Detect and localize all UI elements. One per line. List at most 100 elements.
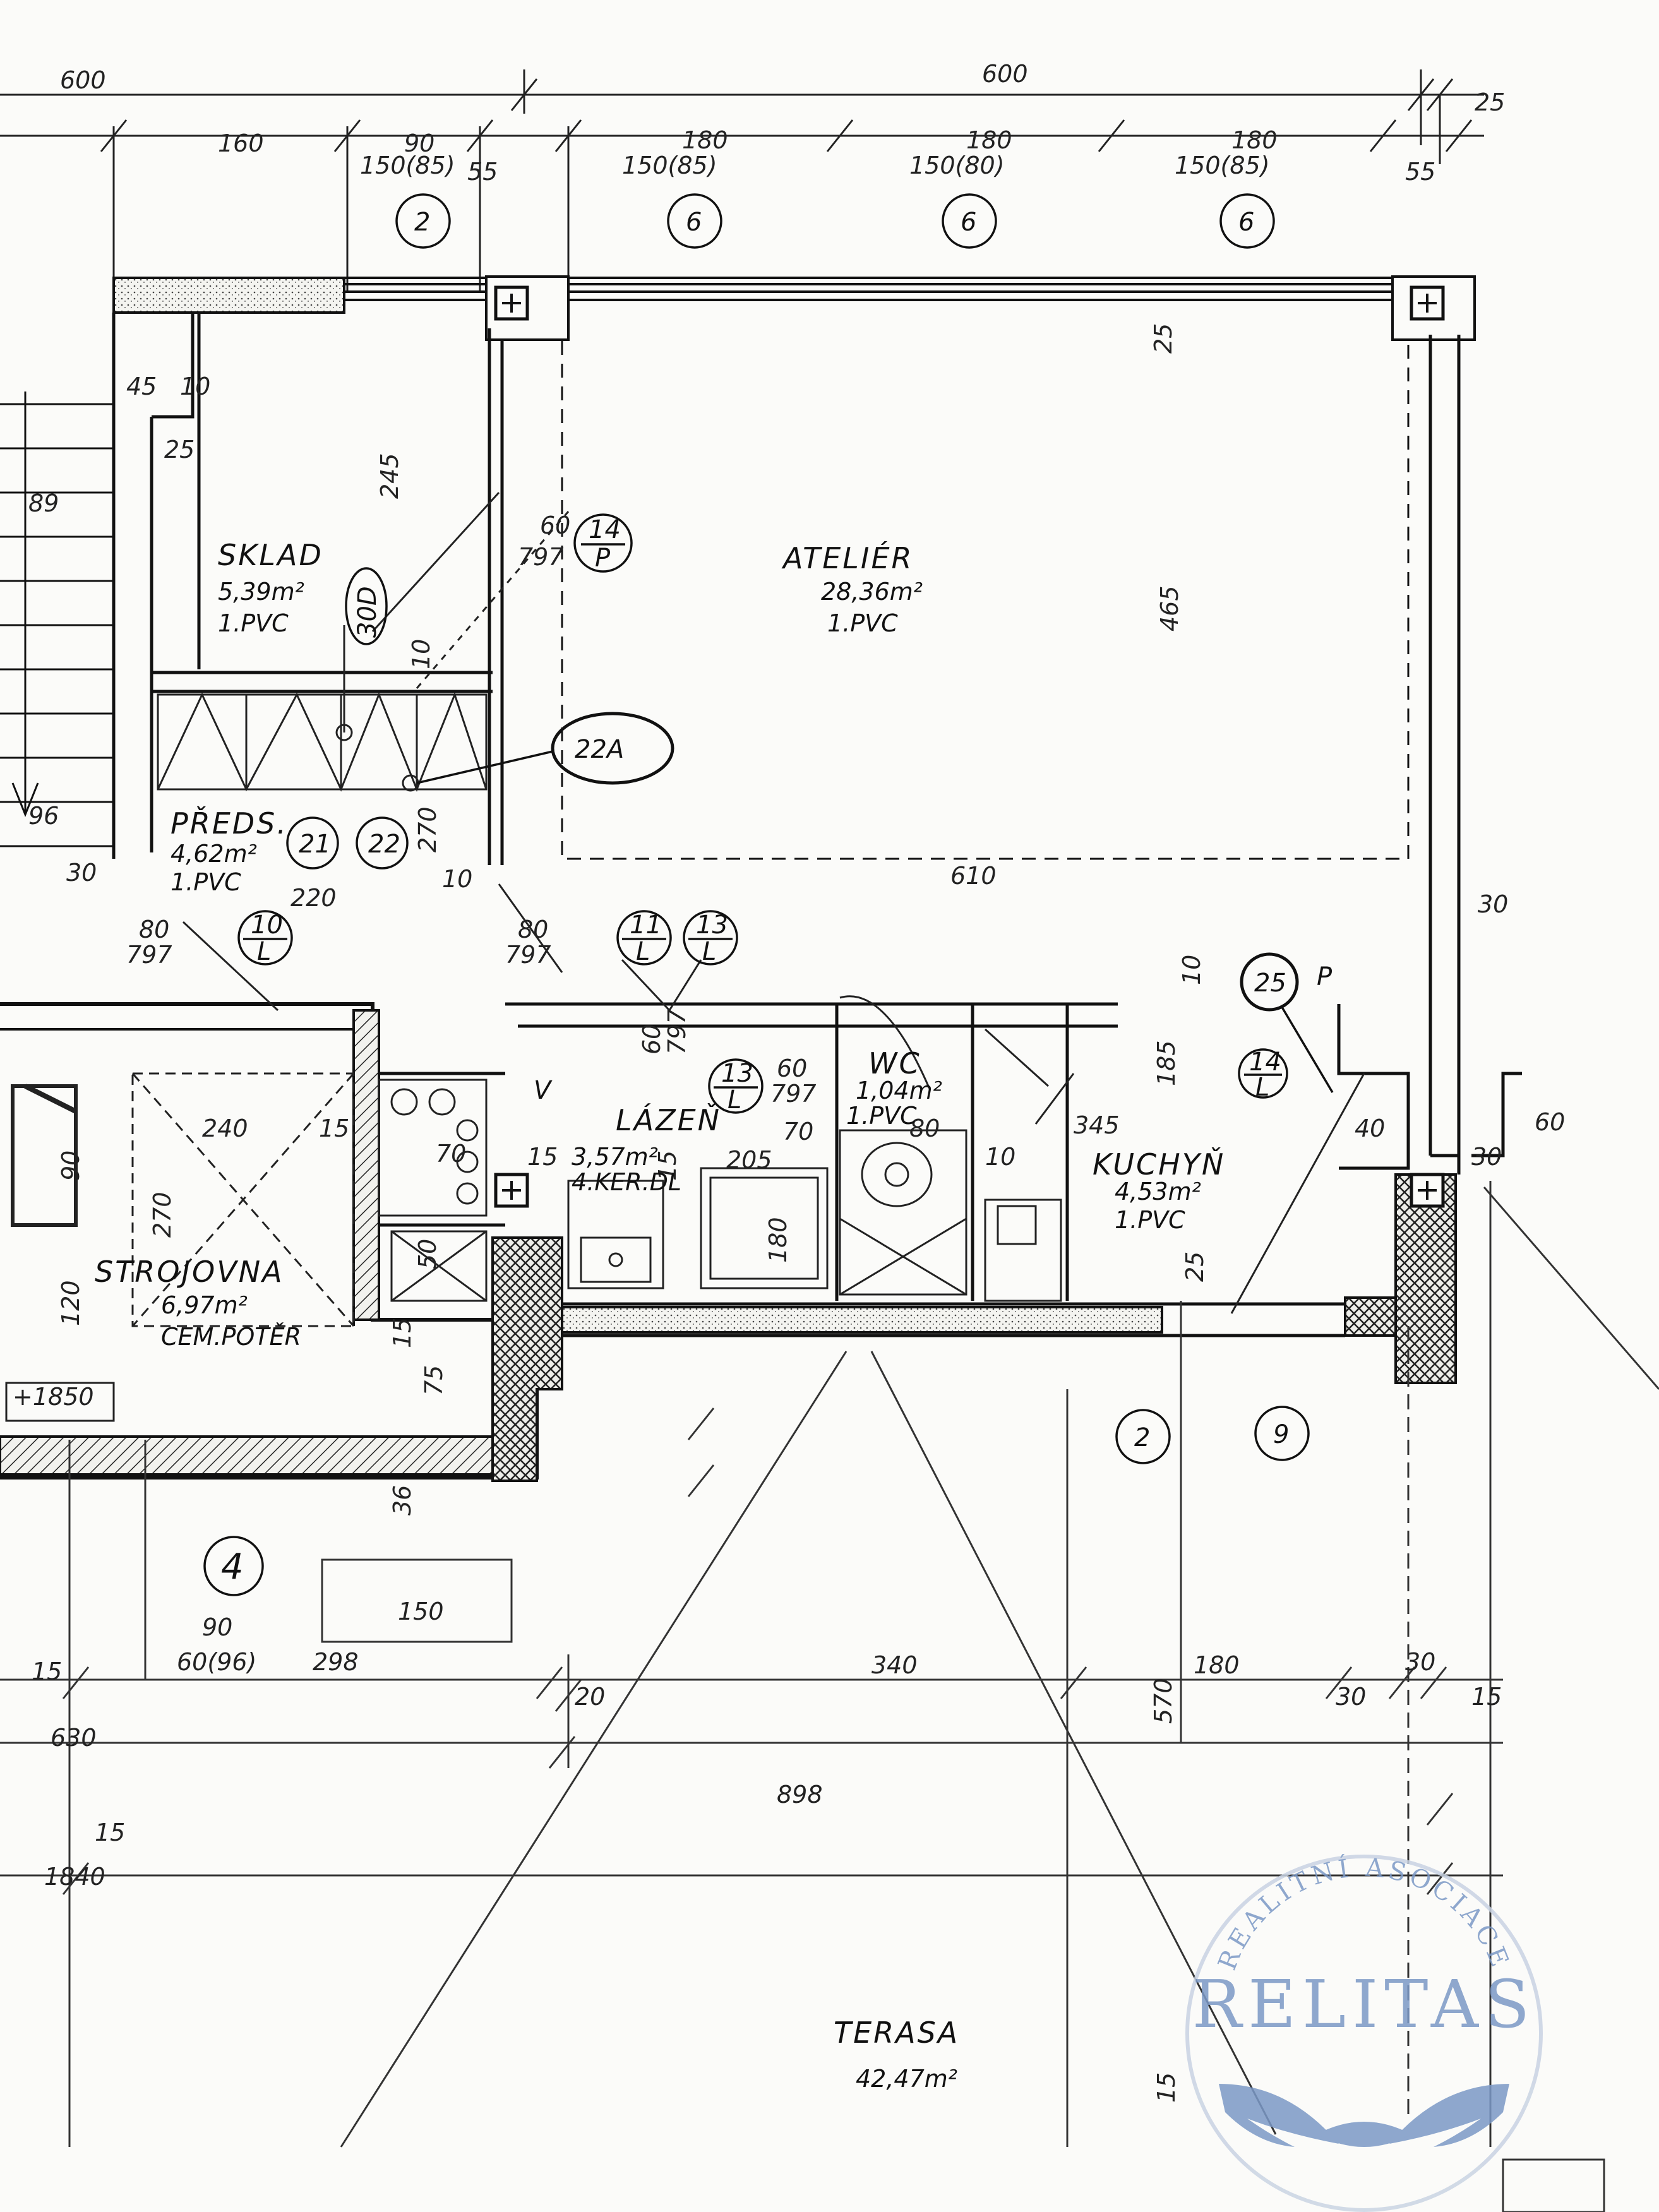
hatched-walls	[0, 1009, 1457, 1482]
watermark-arc-text: REALITNÍ ASOCIACE	[1213, 1853, 1511, 1974]
dim-180-d: 180	[764, 1217, 792, 1263]
room-labels: SKLAD 5,39m² 1.PVC ATELIÉR 28,36m² 1.PVC…	[95, 538, 1225, 2093]
dim-30-b: 30	[1478, 890, 1508, 918]
tag-door-22: 22	[368, 830, 400, 859]
dim-10-b: 10	[407, 639, 435, 669]
dim-150: 150	[398, 1598, 444, 1625]
bathroom-fixtures	[567, 1129, 1062, 1302]
level-mark: +1850	[13, 1383, 94, 1411]
dim-75: 75	[420, 1365, 448, 1396]
watermark-brand: RELITAS	[1192, 1966, 1536, 2043]
dim-80-b: 80	[518, 916, 548, 943]
tag-door-14: 14	[589, 515, 621, 544]
room-sklad-floor: 1.PVC	[218, 609, 289, 637]
dim-60-96: 60(96)	[177, 1648, 256, 1676]
tag-mark-v: V	[534, 1076, 553, 1105]
stairs	[0, 392, 114, 847]
tag-door-25: 25	[1254, 969, 1286, 998]
dim-150-80: 150(80)	[909, 152, 1005, 179]
dimension-lines-top	[0, 69, 1484, 303]
dim-90: 90	[404, 129, 434, 157]
tag-window-6-c: 6	[1238, 208, 1254, 237]
dim-60-b: 60	[1535, 1108, 1565, 1136]
dim-25-a: 25	[164, 436, 195, 463]
dim-245: 245	[376, 453, 404, 499]
dim-40: 40	[1355, 1115, 1385, 1142]
element-tag-labels: 2 6 6 6 14 P 30D 22A 21 22 10 L 11 L 13 …	[221, 208, 1333, 1587]
tag-window-9: 9	[1273, 1420, 1289, 1449]
dim-205: 205	[726, 1146, 772, 1174]
dim-1840: 1840	[44, 1863, 105, 1891]
dim-797-c: 797	[505, 941, 551, 969]
dim-96: 96	[28, 802, 59, 830]
wardrobe	[157, 625, 488, 792]
tag-door-21: 21	[299, 830, 331, 859]
tag-door-25-p: P	[1317, 962, 1333, 991]
dim-898: 898	[777, 1781, 823, 1808]
dim-25-c: 25	[1181, 1252, 1209, 1282]
dim-15-a: 15	[319, 1115, 349, 1142]
dim-180-a: 180	[682, 126, 728, 154]
dim-30-e: 30	[1405, 1648, 1435, 1676]
dim-345: 345	[1074, 1111, 1120, 1139]
dim-15-d: 15	[654, 1151, 681, 1181]
room-predsin-area: 4,62m²	[171, 840, 257, 868]
room-atelier-name: ATELIÉR	[781, 541, 914, 575]
dim-top-600-right: 600	[982, 60, 1028, 88]
dim-150-85-c: 150(85)	[1175, 152, 1270, 179]
dimension-labels: 600 600 25 160 90 150(85) 55 180 150(85)…	[13, 60, 1565, 2103]
dim-270-b: 270	[148, 1192, 176, 1238]
tag-door-22a: 22A	[575, 735, 624, 764]
dim-10-d: 10	[1178, 955, 1206, 985]
dim-15-c: 15	[527, 1143, 558, 1171]
dim-610: 610	[950, 862, 997, 890]
dim-top-25: 25	[1475, 88, 1505, 116]
dim-50: 50	[414, 1239, 441, 1269]
tag-window-2-bottom: 2	[1134, 1423, 1150, 1452]
dim-15-h: 15	[1153, 2072, 1180, 2103]
dim-30-d: 30	[1336, 1683, 1366, 1711]
tag-door-13-b: 13	[721, 1059, 753, 1088]
dim-80-c: 80	[909, 1115, 940, 1142]
tag-door-30d: 30D	[353, 586, 382, 638]
dim-797-b: 797	[126, 941, 172, 969]
dim-160: 160	[218, 129, 264, 157]
dim-120: 120	[57, 1280, 85, 1326]
dim-150-85-b: 150(85)	[622, 152, 717, 179]
dim-797-a: 797	[518, 543, 564, 571]
dim-630: 630	[51, 1724, 97, 1752]
dim-240: 240	[202, 1115, 248, 1142]
dim-185: 185	[1153, 1040, 1180, 1086]
room-kuchyn-name: KUCHYŇ	[1093, 1147, 1225, 1181]
tag-door-10: 10	[251, 911, 283, 940]
dim-270-a: 270	[414, 806, 441, 852]
svg-text:REALITNÍ ASOCIACE: REALITNÍ ASOCIACE	[1213, 1853, 1515, 1974]
dim-25-b: 25	[1149, 323, 1177, 354]
dim-797-d: 797	[663, 1008, 691, 1055]
tag-window-6-b: 6	[961, 208, 976, 237]
tag-door-14-l: 14	[1249, 1048, 1281, 1077]
dim-60-a: 60	[540, 511, 570, 539]
dim-60-c: 60	[638, 1024, 666, 1055]
dim-10-a: 10	[180, 373, 210, 400]
room-strojovna-area: 6,97m²	[161, 1291, 248, 1319]
room-predsin-floor: 1.PVC	[171, 868, 241, 896]
strojovna-details	[5, 1072, 488, 1422]
dim-80-a: 80	[139, 916, 169, 943]
tag-window-4: 4	[221, 1546, 244, 1587]
room-strojovna-floor: CEM.POTĚR	[161, 1323, 301, 1351]
dim-180-c: 180	[1231, 126, 1278, 154]
dim-30-c: 30	[1471, 1143, 1502, 1171]
dim-340: 340	[871, 1651, 918, 1679]
room-kuchyn-floor: 1.PVC	[1115, 1206, 1185, 1234]
dim-90-c: 90	[202, 1613, 232, 1641]
dim-55-b: 55	[1405, 158, 1435, 186]
room-lazen-area: 3,57m²	[572, 1143, 658, 1171]
room-terasa-area: 42,47m²	[856, 2065, 957, 2093]
dim-15-g: 15	[95, 1819, 125, 1846]
room-strojovna-name: STROJOVNA	[95, 1255, 284, 1289]
dim-180-b: 180	[966, 126, 1012, 154]
room-atelier-floor: 1.PVC	[827, 609, 898, 637]
room-sklad-area: 5,39m²	[218, 578, 304, 606]
relitas-watermark: REALITNÍ ASOCIACE RELITAS	[1185, 1853, 1543, 2212]
